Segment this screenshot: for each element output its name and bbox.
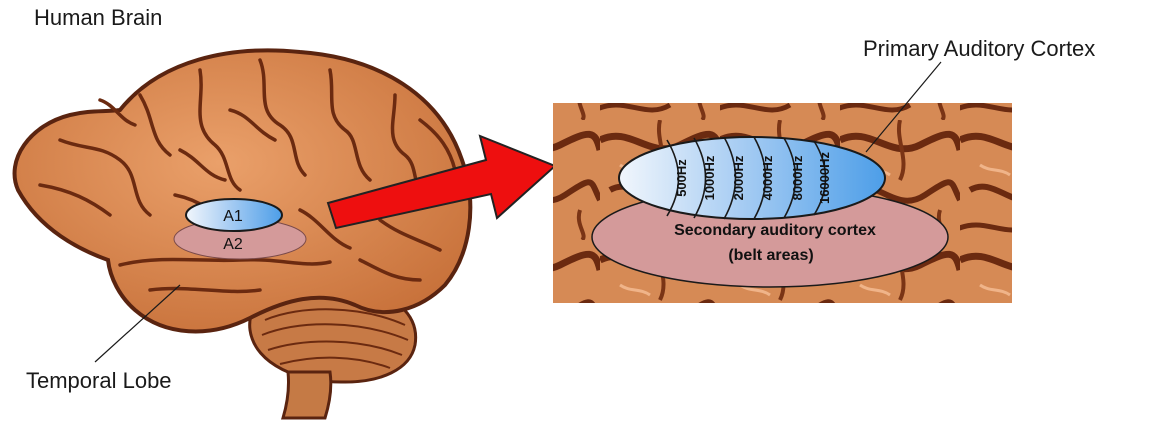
frequency-label: 2000Hz — [731, 155, 746, 200]
a2-label: A2 — [223, 236, 243, 253]
primary-cortex-label: Primary Auditory Cortex — [863, 36, 1095, 62]
frequency-label: 16000Hz — [817, 151, 832, 204]
primary-cortex-region — [619, 137, 885, 219]
frequency-label: 1000Hz — [702, 155, 717, 200]
title-label: Human Brain — [34, 5, 162, 31]
temporal-lobe-label: Temporal Lobe — [26, 368, 172, 394]
brainstem — [283, 372, 331, 418]
frequency-label: 4000Hz — [760, 155, 775, 200]
a1-label: A1 — [223, 208, 243, 225]
frequency-label: 8000Hz — [790, 155, 805, 200]
frequency-label: 500Hz — [674, 159, 689, 197]
secondary-cortex-label-1: Secondary auditory cortex — [674, 222, 876, 239]
secondary-cortex-label-2: (belt areas) — [728, 247, 813, 264]
